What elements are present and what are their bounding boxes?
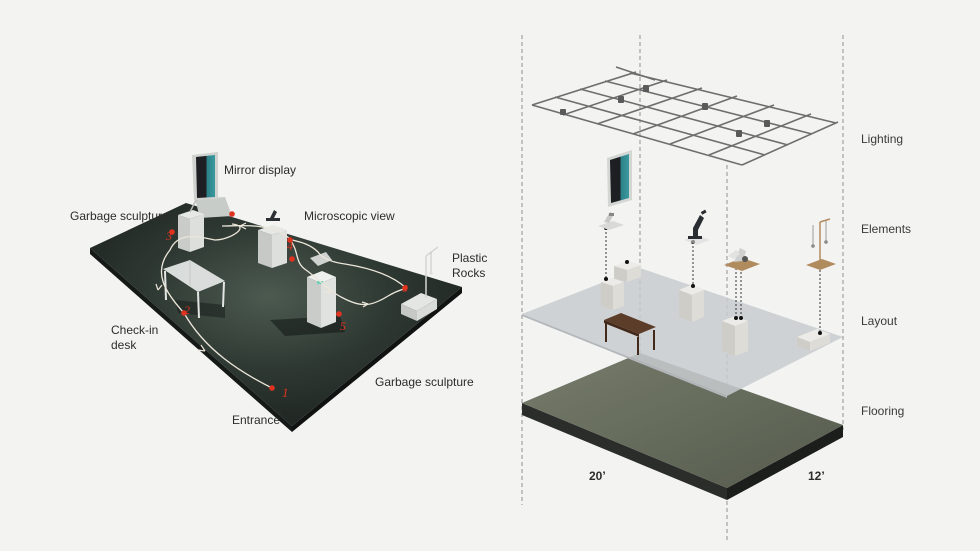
element-garbage-sculpture <box>598 212 624 230</box>
shadow <box>175 300 225 318</box>
path-marker-5: 5 <box>340 319 346 333</box>
flooring-side-left <box>522 403 727 500</box>
label-mirror-display: Mirror display <box>224 163 297 177</box>
path-marker-1: 1 <box>282 385 289 400</box>
path-marker-dot <box>287 237 293 243</box>
path-arrow <box>239 222 247 230</box>
flooring-top <box>522 353 843 488</box>
floor-edge <box>90 248 292 432</box>
path-marker-dot <box>289 256 295 262</box>
layer-label-elements: Elements <box>861 222 912 236</box>
label-garbage-sculpture-bottom: Garbage sculpture <box>375 375 474 389</box>
element-plastic-rocks-lamp <box>806 218 836 270</box>
path-arrow <box>155 283 163 291</box>
layer-label-lighting: Lighting <box>861 132 904 146</box>
label-garbage-sculpture-top: Garbage sculpture <box>70 209 169 223</box>
layout-plane <box>522 268 843 396</box>
layer-label-layout: Layout <box>861 314 898 328</box>
label-plastic-rocks: Plastic Rocks <box>452 251 488 280</box>
garbage-sculpture-bottom-model <box>307 271 336 328</box>
layer-label-flooring: Flooring <box>861 404 905 418</box>
layout-plane-edge <box>522 314 727 398</box>
element-sculpture-tray <box>724 248 760 271</box>
path-marker-dot <box>229 211 235 217</box>
element-connectors <box>605 228 821 333</box>
path-arrow <box>361 301 369 308</box>
flooring-texture <box>522 353 843 488</box>
lighting-grid <box>531 66 839 166</box>
layout-plinth <box>722 316 748 356</box>
label-entrance: Entrance <box>232 413 281 427</box>
flooring-side-right <box>727 425 843 500</box>
path-marker-6: 6 <box>402 283 408 295</box>
dimension-width: 20’ <box>589 469 606 483</box>
lighting-fixtures <box>560 85 770 137</box>
checkin-desk-model <box>163 260 225 319</box>
garbage-sculpture-top-model <box>178 199 204 252</box>
path-marker-dot <box>402 285 408 291</box>
exploded-graphic <box>521 35 844 540</box>
path-arrow <box>323 286 331 294</box>
path-arrow <box>197 344 206 352</box>
path-marker-3: 3 <box>165 229 172 243</box>
label-checkin-desk: Check-in desk <box>111 323 159 352</box>
plastic-rocks-model <box>401 246 439 321</box>
label-microscopic-view: Microscopic view <box>304 209 395 223</box>
floor-edge-right <box>292 287 462 432</box>
layout-plinth <box>679 285 704 322</box>
path-marker-dot <box>269 385 275 391</box>
path-marker-2: 2 <box>184 303 190 317</box>
visitor-path <box>160 223 408 389</box>
layout-plinth <box>601 261 641 310</box>
garbage-object <box>310 252 332 266</box>
element-microscope <box>684 209 710 245</box>
microscope-model <box>258 210 287 268</box>
dimension-depth: 12’ <box>808 469 825 483</box>
path-marker-dot <box>336 311 342 317</box>
mirror-display-model <box>192 152 232 218</box>
path-marker-dot <box>169 229 175 235</box>
path-marker-dot <box>181 310 187 316</box>
layout-table <box>604 313 656 355</box>
floorplan-graphic: 1 2 3 4 5 6 <box>90 152 462 432</box>
element-mirror-display <box>607 150 632 207</box>
floor-surface <box>90 203 462 426</box>
path-marker-4: 4 <box>287 239 293 253</box>
